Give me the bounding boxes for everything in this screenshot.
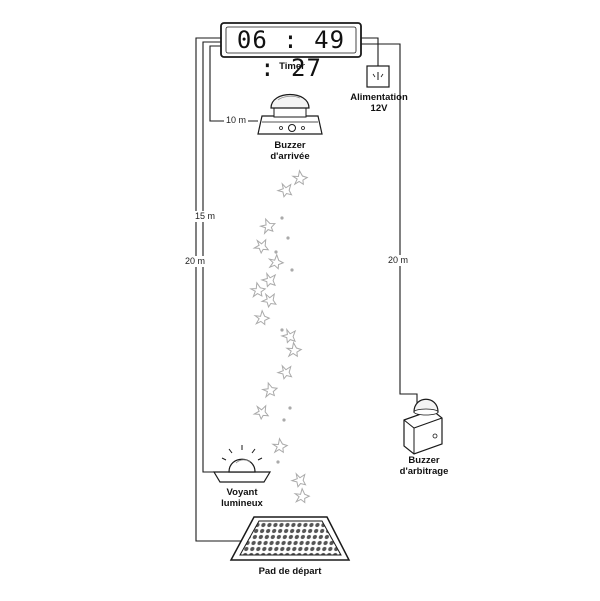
- footprint-dot: [280, 328, 284, 332]
- footprint-mark: [260, 292, 277, 309]
- power-supply-icon: [366, 65, 390, 88]
- footprint-mark: [252, 404, 270, 421]
- light-label: Voyant lumineux: [204, 487, 280, 509]
- referee-buzzer-label-line1: Buzzer: [408, 455, 440, 466]
- light-label-line2: lumineux: [221, 498, 263, 509]
- footprint-mark: [276, 182, 293, 198]
- footprint-mark: [290, 472, 307, 488]
- wire-timer-referee: [361, 43, 418, 406]
- wire-timer-power: [361, 37, 379, 66]
- referee-buzzer-label: Buzzer d'arbitrage: [388, 455, 460, 477]
- wires: [195, 37, 418, 542]
- footprint-dot: [282, 418, 286, 422]
- start-pad-label: Pad de départ: [258, 566, 322, 577]
- footprint-mark: [276, 364, 293, 380]
- start-pad-icon: [229, 516, 351, 561]
- footprint-dot: [288, 406, 292, 410]
- power-label: Alimentation 12V: [338, 92, 420, 114]
- footprint-dot: [280, 216, 284, 220]
- light-icon: [212, 445, 272, 483]
- footprint-mark: [291, 169, 309, 186]
- arrival-buzzer-icon: [257, 94, 323, 135]
- referee-buzzer-icon: [403, 398, 443, 455]
- footprint-mark: [258, 217, 277, 235]
- footprint-mark: [249, 281, 267, 298]
- referee-buzzer-label-line2: d'arbitrage: [399, 466, 449, 477]
- footprint-mark: [280, 327, 297, 344]
- footprint-dot: [276, 460, 280, 464]
- timer-label: Timer: [279, 61, 305, 72]
- distance-referee: 20 m: [386, 255, 411, 266]
- footprint-dot: [290, 268, 294, 272]
- arrival-buzzer-label-line1: Buzzer: [274, 140, 306, 151]
- footprint-dot: [274, 250, 278, 254]
- wire-timer-pad: [195, 37, 254, 542]
- footprint-mark: [293, 487, 311, 504]
- arrival-buzzer-label-line2: d'arrivée: [270, 151, 310, 162]
- footprint-mark: [260, 271, 277, 288]
- power-label-line2: 12V: [370, 103, 388, 114]
- footprint-mark: [285, 341, 303, 358]
- footprint-dot: [286, 236, 290, 240]
- footprint-mark: [253, 309, 271, 326]
- footprint-mark: [267, 253, 285, 270]
- footprint-mark: [252, 238, 270, 255]
- distance-arrival: 10 m: [224, 115, 249, 126]
- footprints-trail: [249, 169, 311, 504]
- footprint-mark: [260, 381, 279, 399]
- distance-light: 15 m: [193, 211, 218, 222]
- timer-display: 06 : 49 : 27: [236, 26, 346, 82]
- power-label-line1: Alimentation: [350, 92, 408, 103]
- distance-pad: 20 m: [183, 256, 208, 267]
- timer-device: [220, 22, 362, 58]
- light-label-line1: Voyant: [226, 487, 258, 498]
- footprint-mark: [271, 437, 289, 454]
- arrival-buzzer-label: Buzzer d'arrivée: [254, 140, 326, 162]
